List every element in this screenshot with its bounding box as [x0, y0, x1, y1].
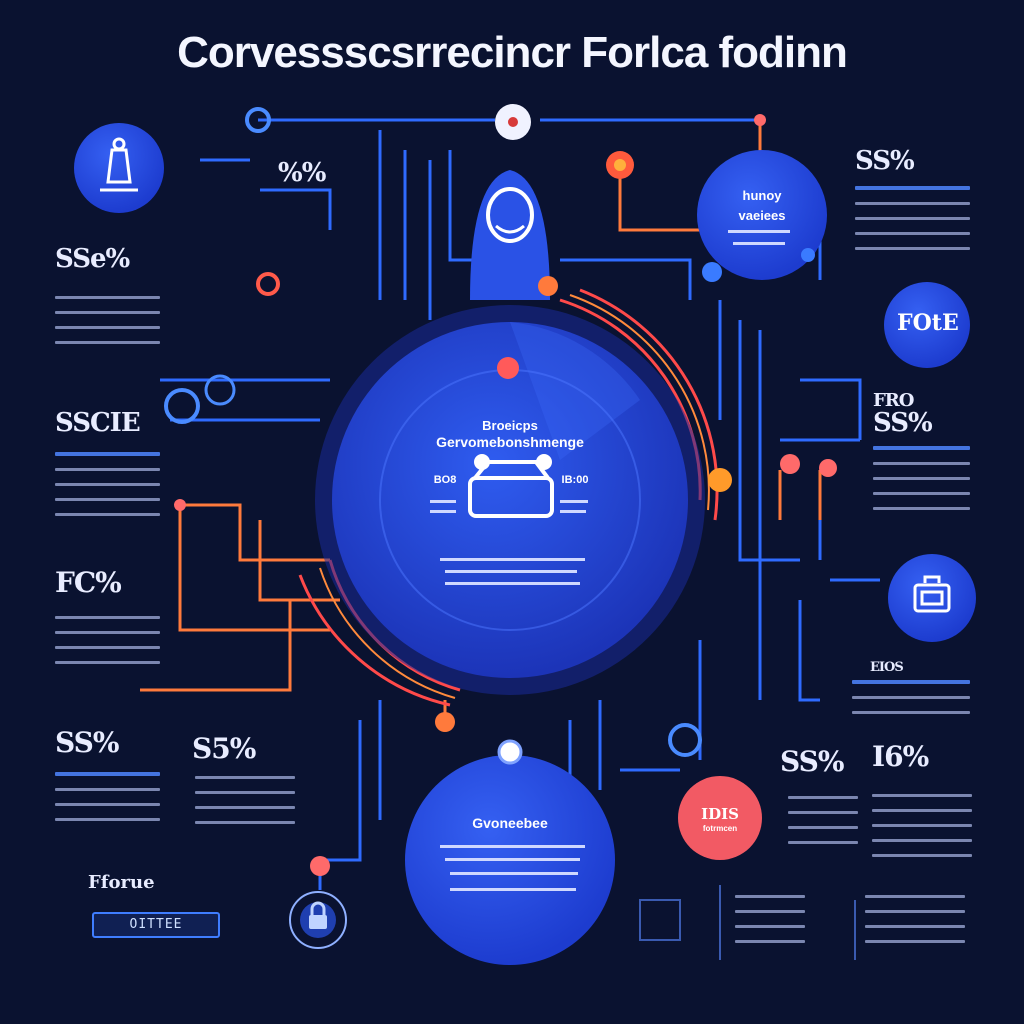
- monument-icon: [100, 137, 138, 192]
- stat-top-left: %%: [278, 158, 326, 188]
- stat-left-4: SS%: [55, 726, 119, 759]
- footer-label: Fforue: [88, 872, 155, 893]
- card-outlines: [639, 885, 856, 960]
- hub-subheading: Gervomebonshmenge: [436, 434, 584, 450]
- hub-right-value: IB:00: [561, 474, 589, 486]
- car-icon: [468, 454, 554, 518]
- red-node-line2: fotrmcen: [702, 824, 738, 833]
- hub-left-value: BO8: [433, 474, 457, 486]
- text-lines-bottom-right: [865, 895, 965, 955]
- stat-left-2: SSCIE: [55, 408, 141, 438]
- lock-icon: [289, 891, 347, 949]
- top-right-node: [697, 150, 827, 282]
- text-lines-left-1: [55, 296, 160, 356]
- text-lines-right-2: [788, 796, 858, 856]
- hub-top-dot: [497, 357, 519, 379]
- stat-right-1: SS%: [873, 408, 933, 438]
- monument-node: [74, 123, 164, 213]
- stat-right-1-sub: FRO: [873, 390, 914, 411]
- text-lines-left-2: [55, 452, 160, 528]
- monitor-icon: [913, 575, 951, 613]
- footer-button[interactable]: OITTEE: [92, 912, 220, 938]
- text-lines-right-1: [873, 446, 970, 522]
- top-right-node-line1: hunoy: [742, 188, 782, 203]
- robot-node: [470, 104, 550, 300]
- right-node: [884, 282, 970, 368]
- right-node-label: FOtE: [897, 310, 959, 336]
- bottom-node-label: Gvoneebee: [472, 815, 548, 831]
- red-node: [678, 776, 762, 860]
- stat-left-3: FC%: [55, 566, 122, 599]
- text-lines-top-right: [855, 186, 970, 262]
- hub-text-lines: [430, 500, 588, 585]
- stat-mid-left: S5%: [192, 732, 256, 765]
- text-lines-small: [852, 680, 970, 726]
- small-label: EIOS: [870, 660, 904, 675]
- page-title: Corvessscsrrecincr Forlca fodinn: [177, 28, 848, 77]
- stat-left-1: SSe%: [55, 244, 130, 274]
- stat-right-3: I6%: [872, 740, 929, 773]
- text-lines-left-3: [55, 616, 160, 676]
- monitor-node: [888, 554, 976, 642]
- bottom-node: [405, 739, 615, 965]
- text-lines-left-4: [55, 772, 160, 833]
- arc-lines-orange: [319, 294, 710, 699]
- text-lines-bottom-mid: [735, 895, 805, 955]
- stat-top-right: SS%: [855, 146, 915, 176]
- top-right-node-line2: vaeiees: [738, 208, 786, 223]
- central-hub: [315, 305, 705, 695]
- markers: [164, 107, 837, 876]
- text-lines-mid-left: [195, 776, 295, 836]
- hub-heading: Broeicps: [482, 418, 538, 433]
- stat-right-2: SS%: [780, 745, 844, 778]
- text-lines-right-3: [872, 794, 972, 869]
- red-node-line1: IDIS: [701, 805, 739, 823]
